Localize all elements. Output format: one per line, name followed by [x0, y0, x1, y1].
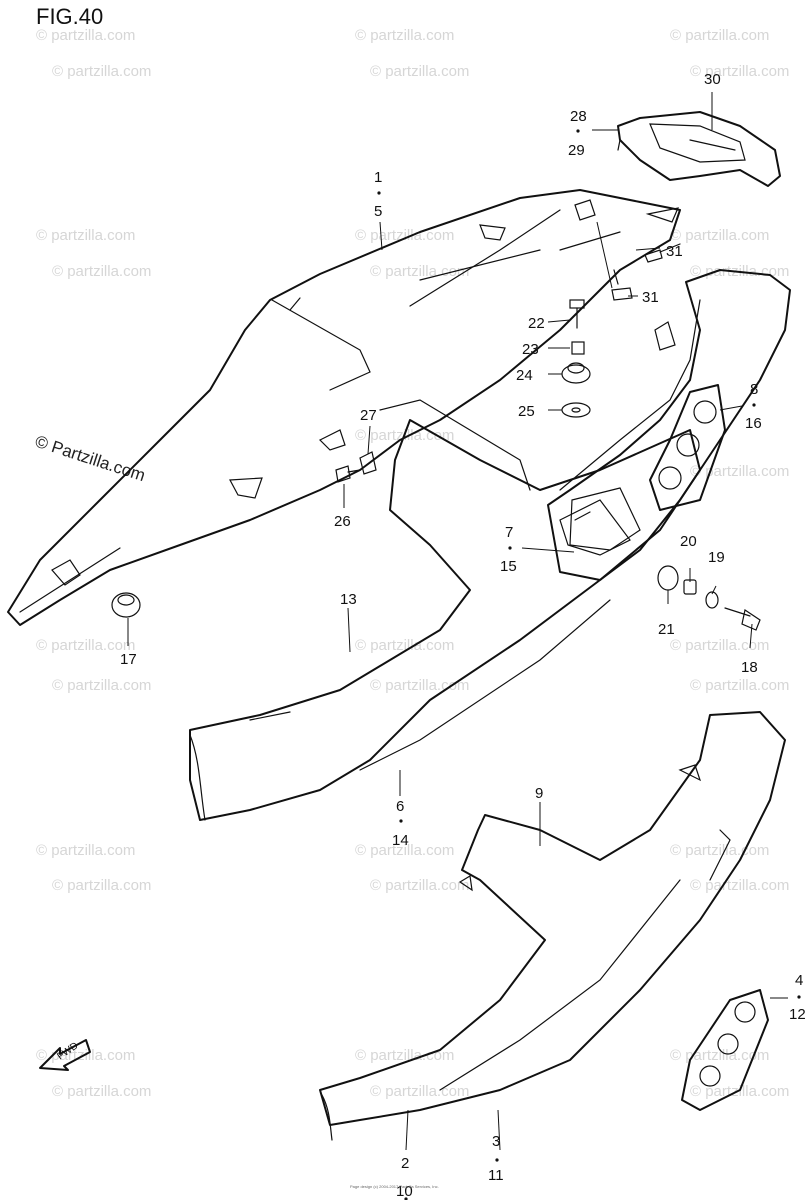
figure-title: FIG.40 — [36, 4, 104, 29]
callout-31-upper: 31 — [666, 243, 683, 260]
callout-10: 10 — [396, 1183, 413, 1200]
watermark: © partzilla.com — [36, 27, 135, 44]
part-1-seat-tail-cowling — [7, 189, 681, 626]
callout-6: 6 — [396, 798, 404, 815]
callout-15: 15 — [500, 558, 517, 575]
callout-28: 28 — [570, 108, 587, 125]
watermark: © partzilla.com — [52, 877, 151, 894]
callout-19: 19 — [708, 549, 725, 566]
watermark: © partzilla.com — [690, 677, 789, 694]
callout-13: 13 — [340, 591, 357, 608]
part-8-side-cover-upper — [547, 269, 791, 581]
watermark: © partzilla.com — [355, 842, 454, 859]
part-30-rear-cover — [617, 111, 781, 187]
callout-5: 5 — [374, 203, 382, 220]
callout-14: 14 — [392, 832, 409, 849]
callout-27: 27 — [360, 407, 377, 424]
part-9-frame-cover-lower — [319, 711, 786, 1141]
callout-21: 21 — [658, 621, 675, 638]
watermark: © partzilla.com — [670, 27, 769, 44]
watermark: © partzilla.com — [690, 1083, 789, 1100]
watermark: © partzilla.com — [370, 677, 469, 694]
callout-20: 20 — [680, 533, 697, 550]
watermark: © partzilla.com — [52, 263, 151, 280]
watermark-layer: © partzilla.com © partzilla.com © partzi… — [33, 27, 790, 1100]
watermark: © partzilla.com — [36, 842, 135, 859]
watermark: © partzilla.com — [355, 227, 454, 244]
part-16-emblem — [649, 384, 726, 511]
page-footer: Page design (c) 2004-2017 Partzilla Serv… — [350, 1184, 439, 1189]
watermark: © partzilla.com — [52, 1083, 151, 1100]
watermark: © partzilla.com — [370, 263, 469, 280]
part-4-emblem-plate — [681, 989, 769, 1111]
callout-dots — [377, 129, 801, 1200]
callout-1: 1 — [374, 169, 382, 186]
callout-7: 7 — [505, 524, 513, 541]
callout-23: 23 — [522, 341, 539, 358]
watermark: © partzilla.com — [52, 63, 151, 80]
watermark: © partzilla.com — [36, 637, 135, 654]
callout-2: 2 — [401, 1155, 409, 1172]
callout-4: 4 — [795, 972, 803, 989]
callout-17: 17 — [120, 651, 137, 668]
callout-30: 30 — [704, 71, 721, 88]
callout-31-lower: 31 — [642, 289, 659, 306]
part-6-frame-cover-left — [189, 419, 701, 821]
watermark: © partzilla.com — [355, 27, 454, 44]
watermark: © partzilla.com — [690, 63, 789, 80]
callout-8: 8 — [750, 381, 758, 398]
part-7-trim-panel — [569, 487, 641, 551]
callout-12: 12 — [789, 1006, 806, 1023]
callout-25: 25 — [518, 403, 535, 420]
hardware — [39, 243, 761, 1071]
watermark: © partzilla.com — [370, 1083, 469, 1100]
watermark: © partzilla.com — [670, 227, 769, 244]
callouts: 1 5 2 10 3 11 4 12 6 14 7 15 8 16 9 13 1… — [120, 71, 806, 1200]
watermark: © partzilla.com — [370, 877, 469, 894]
callout-22: 22 — [528, 315, 545, 332]
callout-11: 11 — [488, 1167, 504, 1184]
watermark: © partzilla.com — [36, 227, 135, 244]
callout-3: 3 — [492, 1133, 500, 1150]
watermark: © partzilla.com — [670, 842, 769, 859]
leader-lines — [127, 92, 788, 1151]
fwd-arrow-icon — [39, 1039, 91, 1071]
watermark: © partzilla.com — [355, 637, 454, 654]
watermark: © partzilla.com — [355, 1047, 454, 1064]
callout-26: 26 — [334, 513, 351, 530]
watermark: © partzilla.com — [36, 1047, 135, 1064]
callout-29: 29 — [568, 142, 585, 159]
callout-18: 18 — [741, 659, 758, 676]
watermark: © partzilla.com — [690, 877, 789, 894]
callout-24: 24 — [516, 367, 533, 384]
watermark: © partzilla.com — [670, 637, 769, 654]
watermark-strong: © Partzilla.com — [33, 432, 148, 485]
watermark: © partzilla.com — [370, 63, 469, 80]
watermark: © partzilla.com — [690, 463, 789, 480]
callout-16: 16 — [745, 415, 762, 432]
watermark: © partzilla.com — [52, 677, 151, 694]
callout-9: 9 — [535, 785, 543, 802]
